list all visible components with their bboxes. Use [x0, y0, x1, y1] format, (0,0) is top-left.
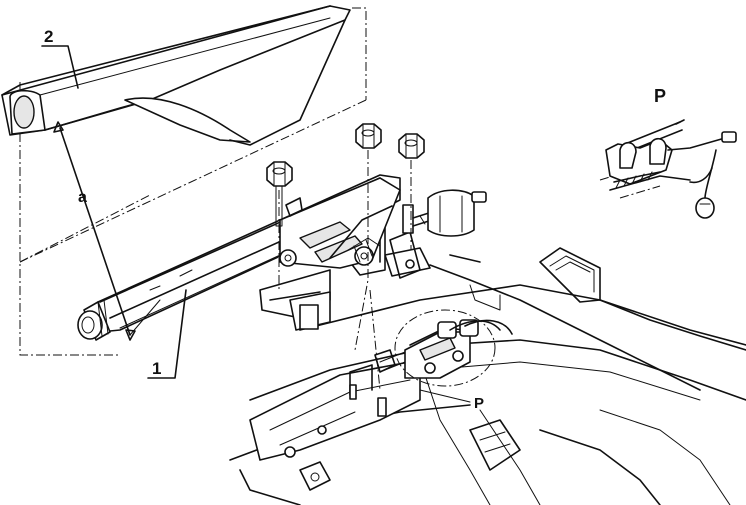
dimension-a-label: a: [78, 189, 87, 206]
mounting-bracket: [249, 359, 421, 491]
cable-equalizer: [374, 309, 513, 403]
release-button: [77, 299, 111, 341]
hex-nut-left: [266, 161, 293, 227]
detail-view-p: [605, 119, 737, 219]
lever-body: [97, 174, 401, 333]
part-2-label: 2: [44, 27, 53, 46]
hex-nut-middle: [355, 123, 382, 149]
hex-nut-right: [398, 133, 425, 159]
leader-part-2: [41, 45, 79, 89]
dimension-a: [53, 121, 161, 341]
lever-cover: [1, 5, 351, 146]
leader-part-1: [147, 289, 187, 379]
pivot-bolt: [402, 189, 487, 237]
body-panel-right: [539, 247, 746, 351]
detail-marker-label: P: [474, 395, 484, 412]
part-1-label: 1: [152, 359, 161, 378]
detail-view-title: P: [654, 86, 666, 106]
